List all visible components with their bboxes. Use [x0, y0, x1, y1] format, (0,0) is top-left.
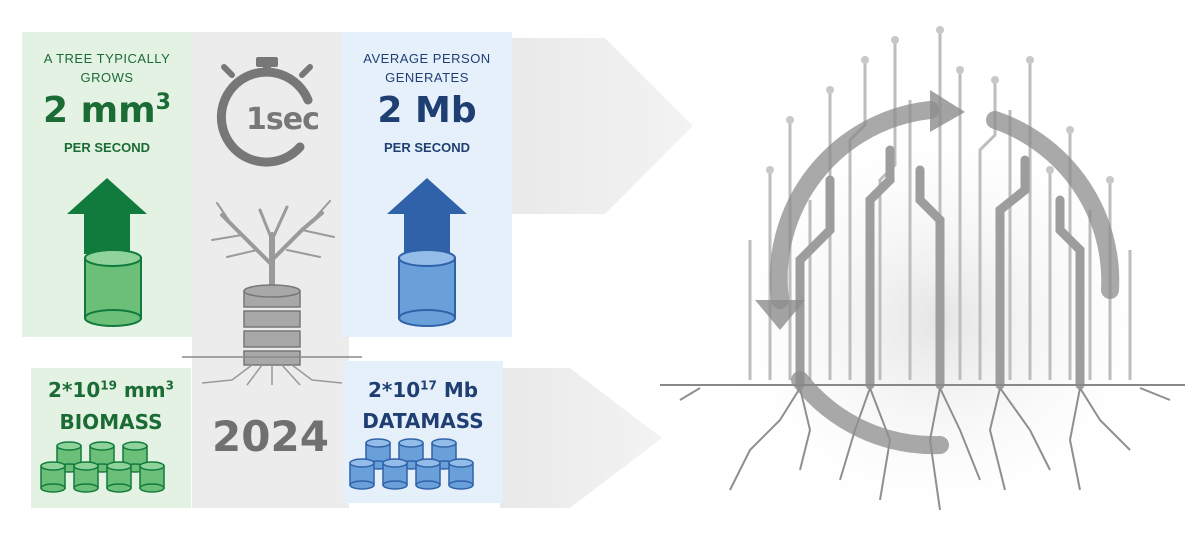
- stopwatch-icon: [216, 57, 313, 167]
- tree-growth-value: 2 mm3: [22, 90, 192, 131]
- datamass-total: 2*1017 Mb: [343, 378, 503, 402]
- biomass-total: 2*1019 mm3: [31, 378, 191, 402]
- biomass-total-exp: 19: [100, 378, 117, 393]
- biomass-total-unit: mm: [116, 378, 166, 402]
- cycle-arrow-icon: [769, 101, 1120, 455]
- tree-label-line2: GROWS: [80, 70, 134, 85]
- tree-value-sup: 3: [155, 90, 171, 115]
- datamass-total-prefix: 2*10: [367, 378, 421, 402]
- datamass-total-exp: 17: [420, 378, 437, 393]
- blue-up-arrow-icon: [387, 178, 467, 327]
- tree-growth-panel: A TREE TYPICALLY GROWS 2 mm3 PER SECOND: [22, 32, 192, 337]
- blue-cylinder-icon: [398, 249, 456, 327]
- tree-label-line1: A TREE TYPICALLY: [43, 51, 171, 66]
- person-value: 2 Mb: [377, 90, 477, 131]
- circuit-tree-icon: [660, 26, 1185, 520]
- person-label-line1: AVERAGE PERSON: [363, 51, 491, 66]
- green-cylinder-icon: [84, 249, 142, 327]
- person-rate: PER SECOND: [384, 140, 470, 155]
- blue-cylinder-stack-icon: [349, 438, 474, 490]
- year-label: 2024: [212, 412, 329, 461]
- green-cylinder-stack-icon: [40, 441, 165, 493]
- biomass-total-prefix: 2*10: [48, 378, 101, 402]
- tree-icon: [182, 200, 362, 386]
- timer-label: 1sec: [246, 102, 320, 137]
- person-label-line2: GENERATES: [385, 70, 469, 85]
- biomass-total-unit-sup: 3: [165, 378, 174, 393]
- tree-value-text: 2 mm: [43, 90, 156, 131]
- datamass-total-unit: Mb: [436, 378, 479, 402]
- datamass-label: DATAMASS: [362, 409, 484, 433]
- biomass-panel: 2*1019 mm3 BIOMASS: [31, 368, 191, 508]
- tree-rate: PER SECOND: [64, 140, 150, 155]
- data-generation-panel: AVERAGE PERSON GENERATES 2 Mb PER SECOND: [342, 32, 512, 337]
- datamass-panel: 2*1017 Mb DATAMASS: [343, 361, 503, 503]
- biomass-label: BIOMASS: [59, 410, 163, 434]
- green-up-arrow-icon: [67, 178, 147, 327]
